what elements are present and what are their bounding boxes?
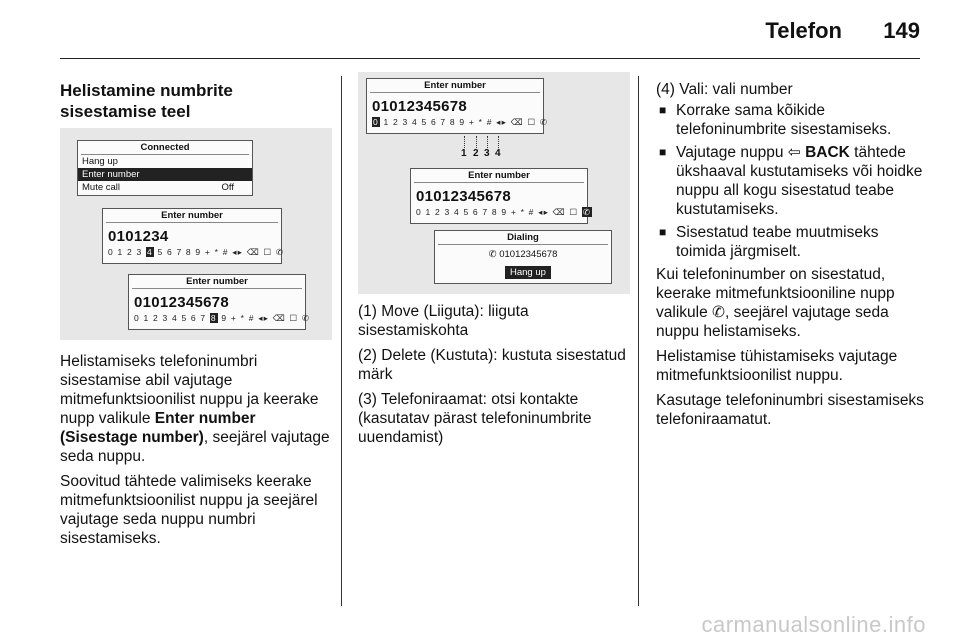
legend-item-4: (4) Vali: vali number (656, 81, 793, 98)
page-number: 149 (883, 18, 920, 43)
callout-1: 1 (461, 148, 467, 159)
callout-line-3 (487, 136, 488, 148)
bullet-3: Sisestatud teabe muutmiseks toimida järg… (656, 223, 928, 261)
entered-number: 0101234 (108, 228, 169, 245)
keypad-row: 0 1 2 3 4 5 6 7 8 9 + * # ◂▸ ⌫ ☐ ✆ (108, 247, 285, 257)
paragraph-phonebook: Kasutage telefoninumbri sisestamiseks te… (656, 392, 924, 428)
header-rule (60, 58, 920, 59)
column-divider-1 (341, 76, 342, 606)
selected-key: ✆ (581, 207, 593, 217)
entered-number: 01012345678 (416, 188, 512, 205)
menu-item-enter-number: Enter number (78, 168, 252, 181)
hang-up-button: Hang up (505, 266, 551, 279)
legend-item-1: (1) Move (Liiguta): liiguta sisestamisko… (358, 303, 529, 339)
dialing-number-row: ✆ 01012345678 (435, 245, 611, 260)
legend-item-3: (3) Telefoniraamat: otsi kontakte (kasut… (358, 391, 592, 446)
selected-key: 4 (145, 247, 154, 257)
screen-title: Enter number (106, 209, 278, 223)
page-header-title: Telefon (765, 18, 842, 43)
illustration-enter-number: Connected Hang up Enter number Mute call… (60, 128, 332, 340)
screen-enter-number-a: Enter number 01012345678 0 1 2 3 4 5 6 7… (366, 78, 549, 134)
mute-value: Off (221, 182, 235, 193)
column-divider-2 (638, 76, 639, 606)
callout-line-4 (498, 136, 499, 148)
dialing-number: 01012345678 (499, 249, 558, 260)
callout-4: 4 (495, 148, 501, 159)
selected-key: 8 (209, 313, 218, 323)
callout-2: 2 (473, 148, 479, 159)
column-1-text: Helistamiseks telefoninumbri sisestamise… (60, 352, 332, 554)
screen-title: Connected (81, 141, 249, 155)
column-2-text: (1) Move (Liiguta): liiguta sisestamisko… (358, 302, 630, 453)
paragraph-cancel: Helistamise tühistamiseks vajutage mitme… (656, 348, 898, 384)
screen-title: Enter number (414, 169, 584, 183)
screen-enter-number-b: Enter number 01012345678 0 1 2 3 4 5 6 7… (410, 168, 593, 224)
callout-3: 3 (484, 148, 490, 159)
bullet-2: Vajutage nuppu ⇦ BACK tähtede ükshaaval … (656, 143, 928, 219)
keypad-row: 0 1 2 3 4 5 6 7 8 9 + * # ◂▸ ⌫ ☐ ✆ (416, 207, 593, 217)
callout-line-1 (464, 136, 465, 148)
legend-item-2: (2) Delete (Kustuta): kustuta sisestatud… (358, 347, 626, 383)
paragraph-2: Soovitud tähtede valimiseks keerake mitm… (60, 473, 318, 547)
section-title-line1: Helistamine numbrite (60, 81, 233, 100)
bullet-1: Korrake sama kõikide telefoninumbrite si… (656, 101, 928, 139)
screen-title: Enter number (132, 275, 302, 289)
watermark: carmanualsonline.info (701, 612, 926, 637)
paragraph-1: Helistamiseks telefoninumbri sisestamise… (60, 353, 330, 465)
callout-line-2 (476, 136, 477, 148)
screen-title: Dialing (438, 231, 608, 245)
column-1: Helistamine numbrite sisestamise teel (60, 80, 332, 122)
column-3: (4) Vali: vali number Korrake sama kõiki… (656, 80, 928, 435)
screen-title: Enter number (370, 79, 540, 93)
entered-number: 01012345678 (372, 98, 468, 115)
phone-icon: ✆ (488, 249, 497, 260)
menu-item-hang-up: Hang up (82, 156, 118, 167)
section-title-line2: sisestamise teel (60, 102, 191, 121)
entered-number: 01012345678 (134, 294, 230, 311)
screen-enter-number-1: Enter number 0101234 0 1 2 3 4 5 6 7 8 9… (102, 208, 285, 264)
phone-icon: ✆ (712, 304, 725, 321)
illustration-number-entry-functions: Enter number 01012345678 0 1 2 3 4 5 6 7… (358, 72, 630, 294)
back-arrow-icon: ⇦ (787, 144, 801, 161)
selected-key: 0 (372, 117, 380, 127)
bullet-list: Korrake sama kõikide telefoninumbrite si… (656, 101, 928, 261)
paragraph-call: Kui telefoninumber on sisestatud, keerak… (656, 266, 895, 340)
screen-dialing: Dialing ✆ 01012345678 Hang up (434, 230, 612, 284)
screen-enter-number-2: Enter number 01012345678 0 1 2 3 4 5 6 7… (128, 274, 311, 330)
keypad-row: 0 1 2 3 4 5 6 7 8 9 + * # ◂▸ ⌫ ☐ ✆ (372, 117, 549, 127)
screen-connected: Connected Hang up Enter number Mute call… (77, 140, 253, 196)
keypad-row: 0 1 2 3 4 5 6 7 8 9 + * # ◂▸ ⌫ ☐ ✆ (134, 313, 311, 323)
